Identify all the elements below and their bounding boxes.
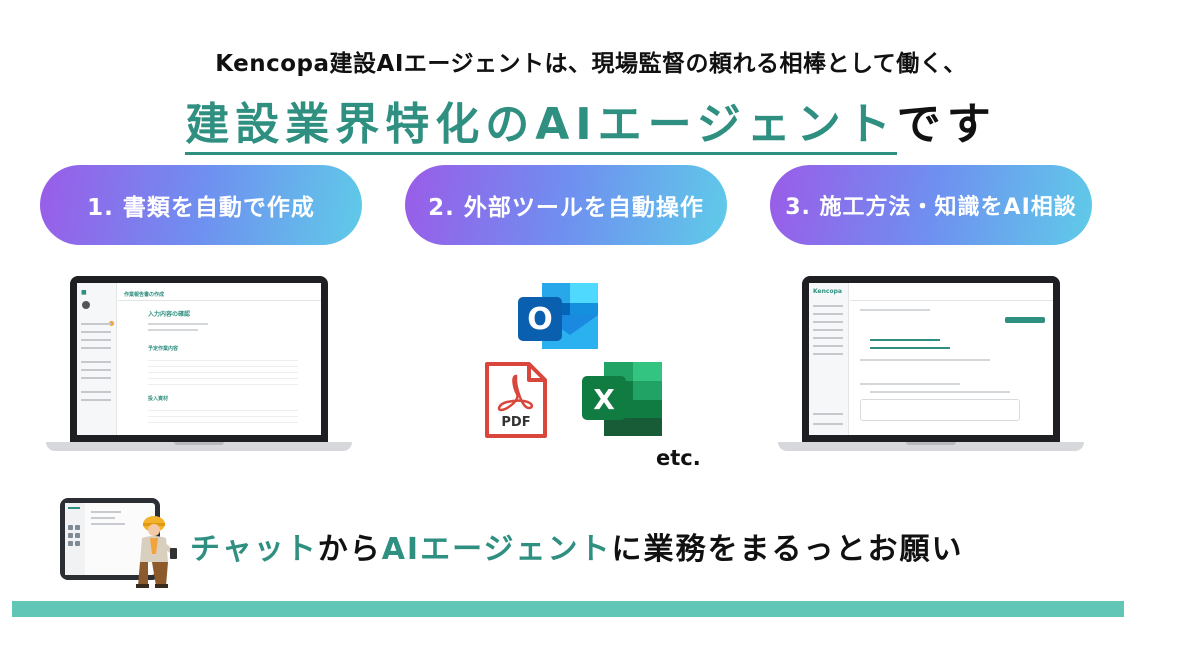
section-title: 入力内容の確認 bbox=[148, 311, 191, 318]
chat-topbar bbox=[850, 283, 1053, 301]
sidebar-item bbox=[813, 313, 843, 315]
sidebar-item bbox=[81, 339, 111, 341]
notification-dot bbox=[109, 321, 114, 326]
tagline-chat: チャット bbox=[190, 532, 318, 567]
table-row bbox=[148, 379, 298, 385]
chat-link-line bbox=[870, 347, 950, 349]
sidebar-item bbox=[813, 423, 843, 425]
excel-letter: X bbox=[593, 383, 615, 416]
table-row bbox=[148, 373, 298, 379]
headline-tail: です bbox=[896, 99, 997, 150]
sidebar-item bbox=[813, 329, 843, 331]
sidebar-item bbox=[81, 399, 111, 401]
app-logo: ■ bbox=[81, 289, 87, 296]
laptop-base bbox=[778, 442, 1084, 451]
sidebar-item bbox=[813, 353, 843, 355]
tagline-ai-agent: AIエージェント bbox=[381, 532, 612, 567]
chat-line bbox=[860, 309, 930, 311]
outlook-letter: O bbox=[527, 302, 553, 337]
feature-pill-external-tools: 2. 外部ツールを自動操作 bbox=[405, 165, 727, 245]
data-table bbox=[148, 355, 298, 385]
chat-link-line bbox=[870, 339, 940, 341]
footer-bar bbox=[12, 601, 1124, 617]
tagline-from: から bbox=[317, 532, 382, 567]
bottom-tagline: チャットからAIエージェントに業務をまるっとお願い bbox=[190, 524, 963, 568]
chat-main bbox=[850, 283, 1053, 435]
feature-pill-documents: 1. 書類を自動で作成 bbox=[40, 165, 362, 245]
sidebar-item bbox=[813, 413, 843, 415]
sidebar-item bbox=[81, 323, 111, 325]
pdf-label: PDF bbox=[501, 415, 530, 430]
text-line bbox=[148, 329, 198, 331]
laptop-lid: Kencopa bbox=[802, 276, 1060, 442]
sidebar-item bbox=[81, 331, 111, 333]
tablet-illustration bbox=[60, 498, 160, 580]
table-row bbox=[148, 405, 298, 411]
worker-illustration bbox=[136, 516, 177, 588]
pdf-icon: PDF bbox=[485, 362, 547, 438]
sidebar-item bbox=[81, 361, 111, 363]
sidebar-item bbox=[813, 345, 843, 347]
table-row bbox=[148, 361, 298, 367]
headline: 建設業界特化のAIエージェントです bbox=[0, 88, 1182, 155]
laptop-base bbox=[46, 442, 352, 451]
tagline-rest: に業務をまるっとお願い bbox=[611, 532, 964, 567]
laptop-screen: ■ 作業報告書の作成 入力内容の確認 予定作業内容 bbox=[77, 283, 321, 435]
app-title: 作業報告書の作成 bbox=[124, 292, 165, 298]
laptop-screen: Kencopa bbox=[809, 283, 1053, 435]
etc-label: etc. bbox=[656, 446, 701, 470]
text-line bbox=[148, 323, 208, 325]
headline-highlight: 建設業界特化のAIエージェント bbox=[185, 99, 897, 155]
sidebar-item bbox=[813, 305, 843, 307]
table-row bbox=[148, 417, 298, 423]
sidebar-item bbox=[81, 377, 111, 379]
subtitle: Kencopa建設AIエージェントは、現場監督の頼れる相棒として働く、 bbox=[215, 51, 967, 77]
avatar bbox=[82, 301, 90, 309]
app-topbar: 作業報告書の作成 bbox=[118, 283, 321, 301]
laptop-notch bbox=[906, 442, 956, 445]
laptop-document-screen: ■ 作業報告書の作成 入力内容の確認 予定作業内容 bbox=[46, 276, 352, 456]
sub-title-2: 投入資材 bbox=[148, 396, 169, 402]
chat-line bbox=[860, 359, 990, 361]
table-row bbox=[148, 355, 298, 361]
app-sidebar: ■ bbox=[77, 283, 117, 435]
sidebar-item bbox=[813, 337, 843, 339]
table-row bbox=[148, 411, 298, 417]
chat-line bbox=[870, 391, 1010, 393]
app-sidebar: Kencopa bbox=[809, 283, 849, 435]
sidebar-item bbox=[813, 321, 843, 323]
table-row bbox=[148, 367, 298, 373]
app-main: 作業報告書の作成 入力内容の確認 予定作業内容 投入資材 bbox=[118, 283, 321, 435]
app-logo: Kencopa bbox=[813, 288, 842, 295]
sub-title: 予定作業内容 bbox=[148, 346, 179, 352]
data-table bbox=[148, 405, 298, 423]
outlook-icon: O bbox=[518, 283, 598, 349]
laptop-notch bbox=[174, 442, 224, 445]
chat-user-bubble bbox=[1005, 317, 1045, 323]
sidebar-item bbox=[81, 369, 111, 371]
laptop-chat-screen: Kencopa bbox=[778, 276, 1084, 456]
laptop-lid: ■ 作業報告書の作成 入力内容の確認 予定作業内容 bbox=[70, 276, 328, 442]
sidebar-item bbox=[81, 347, 111, 349]
chat-input bbox=[860, 399, 1020, 421]
feature-pill-ai-consult: 3. 施工方法・知識をAI相談 bbox=[770, 165, 1092, 245]
sidebar-item bbox=[81, 391, 111, 393]
excel-icon: X bbox=[582, 362, 662, 436]
chat-line bbox=[860, 383, 960, 385]
